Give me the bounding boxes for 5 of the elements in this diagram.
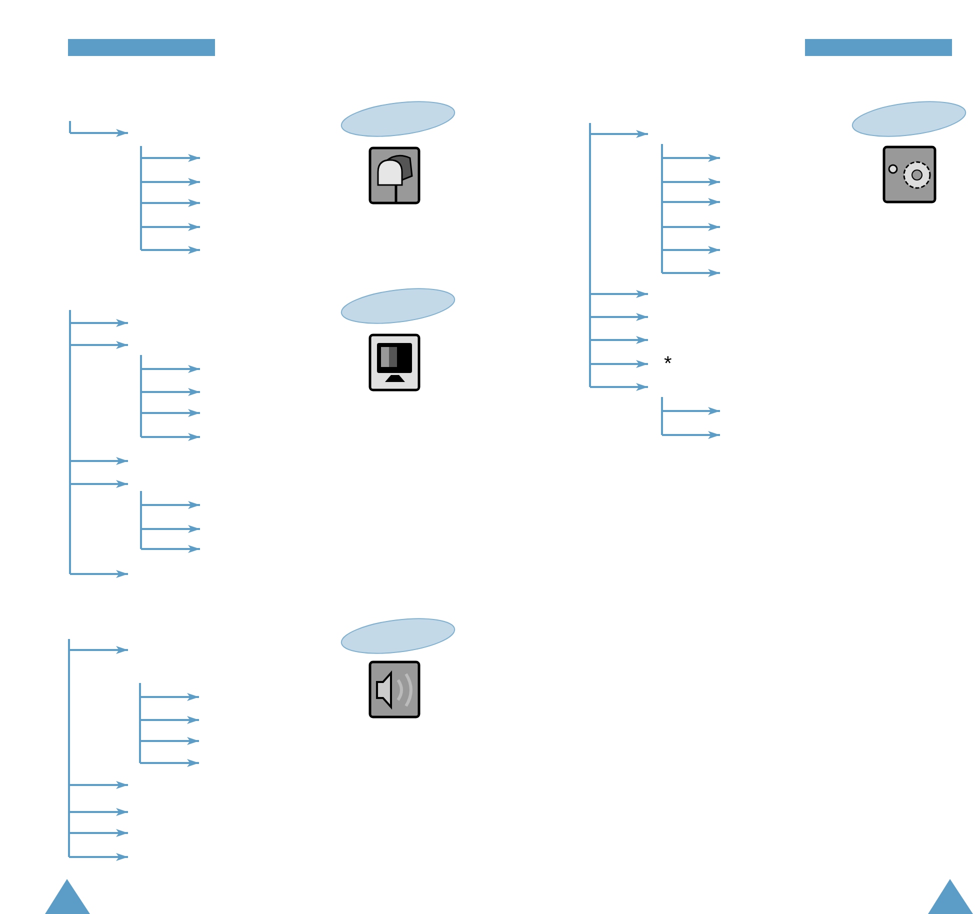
oval-tab xyxy=(340,618,456,654)
oval-tab xyxy=(852,101,966,137)
asterisk-mark: * xyxy=(664,354,672,374)
oval-tab xyxy=(340,288,456,324)
oval-tab xyxy=(340,101,456,137)
